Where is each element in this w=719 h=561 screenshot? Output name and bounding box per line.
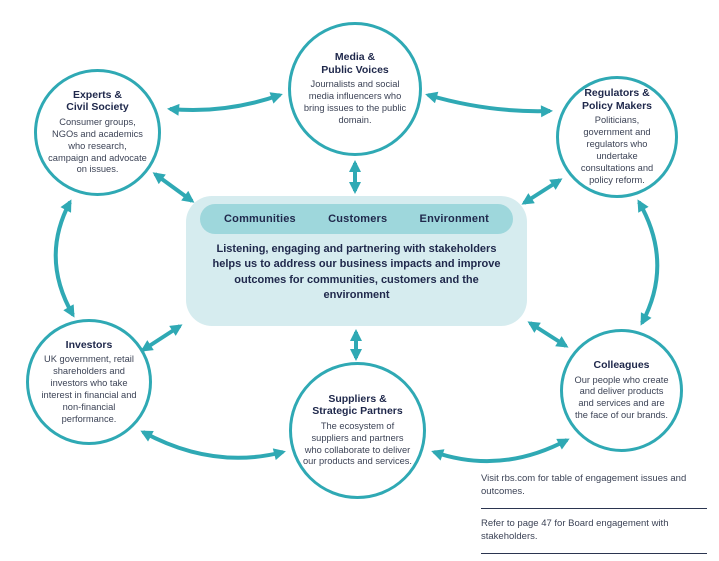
stakeholder-description-suppliers: The ecosystem of suppliers and partners … xyxy=(302,420,413,467)
stakeholder-description-colleagues: Our people who create and deliver produc… xyxy=(574,374,669,421)
arrow-colleagues-center xyxy=(527,321,569,348)
note-board-engagement: Refer to page 47 for Board engagement wi… xyxy=(481,518,669,542)
arrow-investors-center xyxy=(140,324,183,352)
stakeholder-description-experts: Consumer groups, NGOs and academics who … xyxy=(48,116,147,175)
arrow-colleagues-suppliers xyxy=(431,438,570,464)
theme-communities: Communities xyxy=(224,213,296,225)
stakeholder-description-media: Journalists and social media influencers… xyxy=(303,79,407,125)
theme-environment: Environment xyxy=(419,213,489,225)
arrow-regulators-colleagues xyxy=(637,199,660,326)
arrow-experts-media xyxy=(167,92,283,116)
stakeholder-title-investors: Investors xyxy=(65,338,113,351)
stakeholder-description-regulators: Politicians, government and regulators w… xyxy=(580,115,654,185)
center-panel: Communities Customers Environment Listen… xyxy=(186,196,527,326)
themes-band: Communities Customers Environment xyxy=(200,204,513,234)
stakeholder-circle-colleagues: Colleagues Our people who create and del… xyxy=(560,329,683,452)
note-engagement-outcomes: Visit rbs.com for table of engagement is… xyxy=(481,473,687,497)
theme-customers: Customers xyxy=(328,213,388,225)
stakeholder-title-experts: Experts & Civil Society xyxy=(66,88,129,114)
stakeholder-circle-regulators: Regulators & Policy Makers Politicians, … xyxy=(556,76,678,198)
stakeholder-description-investors: UK government, retail shareholders and i… xyxy=(41,354,137,424)
arrow-experts-center xyxy=(152,172,195,203)
stakeholder-circle-media: Media & Public Voices Journalists and so… xyxy=(288,22,422,156)
stakeholder-circle-experts: Experts & Civil Society Consumer groups,… xyxy=(34,69,161,196)
divider-line xyxy=(481,552,707,555)
arrow-suppliers-investors xyxy=(140,430,286,461)
stakeholder-title-media: Media & Public Voices xyxy=(321,51,389,76)
arrow-investors-experts xyxy=(53,199,75,318)
stakeholder-circle-suppliers: Suppliers & Strategic Partners The ecosy… xyxy=(289,362,426,499)
arrow-regulators-center xyxy=(521,178,563,205)
stakeholder-circle-investors: Investors UK government, retail sharehol… xyxy=(26,319,152,445)
stakeholder-title-suppliers: Suppliers & Strategic Partners xyxy=(312,392,403,418)
stakeholder-title-regulators: Regulators & Policy Makers xyxy=(581,87,653,112)
arrow-media-regulators xyxy=(425,91,553,118)
divider-line xyxy=(481,507,707,510)
stakeholder-title-colleagues: Colleagues xyxy=(593,358,650,371)
center-statement: Listening, engaging and partnering with … xyxy=(212,243,501,302)
reference-notes: Visit rbs.com for table of engagement is… xyxy=(481,473,707,561)
